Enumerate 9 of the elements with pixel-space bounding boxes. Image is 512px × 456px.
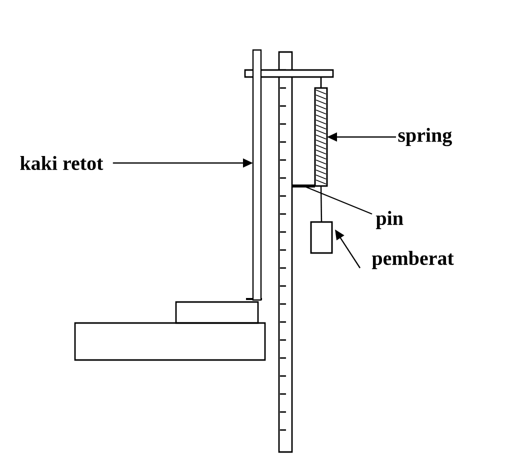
pin <box>292 184 315 188</box>
leader-line <box>303 185 372 215</box>
hanging-string <box>320 186 322 222</box>
spring-coil <box>314 87 328 187</box>
label: kaki retot <box>20 156 104 170</box>
label: spring <box>398 128 452 146</box>
label: pemberat <box>372 250 454 270</box>
label: pin <box>376 210 404 230</box>
weight-block <box>310 221 333 254</box>
